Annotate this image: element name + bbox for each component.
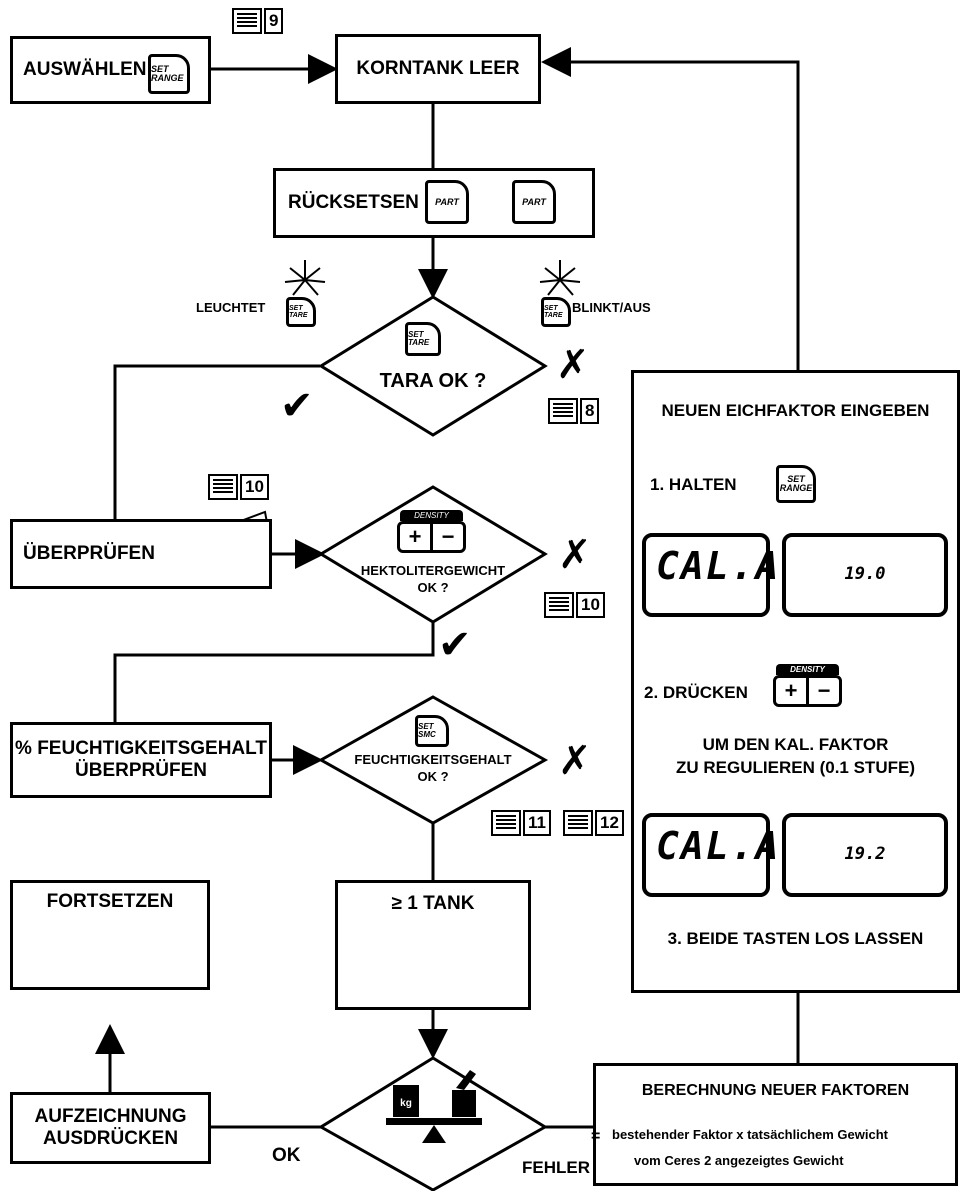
label-leuchtet: LEUCHTET bbox=[196, 300, 266, 315]
halten-key-icon: SET RANGE bbox=[776, 465, 816, 503]
box-tank: ≥ 1 TANK bbox=[335, 880, 531, 1010]
set-tare-key-icon: SET TARE bbox=[405, 322, 441, 356]
lcd-text: CAL.A bbox=[656, 544, 781, 588]
book-icon bbox=[548, 398, 578, 424]
part-spray-key-icon: PART bbox=[512, 180, 556, 224]
part-key-icon: PART bbox=[425, 180, 469, 224]
panel-step2-desc-1: UM DEN KAL. FAKTOR bbox=[702, 735, 889, 754]
book-ref-8: 8 bbox=[548, 396, 600, 426]
label-feuchtigkeit-2: ÜBERPRÜFEN bbox=[75, 760, 207, 781]
dial-display-1: 19.0 bbox=[782, 533, 948, 617]
book-ref-number: 10 bbox=[576, 592, 605, 618]
dial-value: 19.0 bbox=[844, 564, 886, 585]
set-tare-leuchtet-key-icon: SET TARE bbox=[286, 297, 316, 327]
label-tank: ≥ 1 TANK bbox=[391, 893, 475, 914]
calc-denominator: vom Ceres 2 angezeigtes Gewicht bbox=[634, 1153, 844, 1168]
light-burst-blinkt-icon bbox=[539, 260, 581, 296]
panel-eichfaktor: NEUEN EICHFAKTOR EINGEBEN 1. HALTEN SET … bbox=[631, 370, 960, 993]
box-korntank-leer: KORNTANK LEER bbox=[335, 34, 541, 104]
label-korntank-leer: KORNTANK LEER bbox=[356, 58, 520, 80]
x-mark-hekto: ✗ bbox=[558, 533, 592, 577]
plus-key: + bbox=[408, 524, 422, 549]
label-ueberpruefen: ÜBERPRÜFEN bbox=[23, 543, 155, 565]
dial-value: 19.2 bbox=[844, 844, 886, 865]
label-ok: OK bbox=[272, 1145, 301, 1166]
label-feuchtigkeit-1: % FEUCHTIGKEITSGEHALT bbox=[15, 738, 267, 760]
lcd-display-1: CAL.A bbox=[642, 533, 778, 617]
book-ref-number: 9 bbox=[264, 8, 284, 34]
decision-feucht-shape bbox=[317, 695, 549, 825]
box-berechnung: BERECHNUNG NEUER FAKTOREN = bestehender … bbox=[591, 1063, 958, 1186]
density-plus-minus-keys: DENSITY + − bbox=[397, 510, 466, 553]
label-aufzeichnung-1: AUFZEICHNUNG bbox=[34, 1106, 187, 1128]
dial-display-2: 19.2 bbox=[782, 813, 948, 897]
panel-step1: 1. HALTEN bbox=[650, 475, 737, 494]
line-hekto-feuchtbox bbox=[113, 622, 435, 722]
box-fortsetzen: FORTSETZEN bbox=[10, 880, 210, 990]
panel-title: NEUEN EICHFAKTOR EINGEBEN bbox=[661, 401, 930, 420]
label-blinkt: BLINKT/AUS bbox=[572, 300, 651, 315]
book-ref-10b: 10 bbox=[544, 590, 605, 620]
density-cap: DENSITY bbox=[400, 510, 463, 521]
decision-hekto-shape bbox=[318, 485, 548, 624]
calc-equals: = bbox=[591, 1128, 601, 1145]
check-mark-hekto: ✔ bbox=[438, 623, 472, 667]
panel-plus-minus-keys: DENSITY + − bbox=[773, 664, 842, 707]
set-range-key-icon: SET RANGE bbox=[148, 54, 190, 94]
minus-key: − bbox=[430, 524, 463, 550]
label-fehler: FEHLER bbox=[522, 1158, 590, 1177]
book-ref-number: 8 bbox=[580, 398, 600, 424]
decision-feucht-label-1: FEUCHTIGKEITSGEHALT bbox=[354, 752, 512, 767]
panel-step2-desc-2: ZU REGULIEREN (0.1 STUFE) bbox=[676, 758, 915, 777]
box-aufzeichnung: AUFZEICHNUNG AUSDRÜCKEN bbox=[10, 1092, 211, 1164]
book-ref-9: 9 bbox=[232, 6, 284, 36]
lcd-display-2: CAL.A bbox=[642, 813, 778, 897]
calc-numerator: bestehender Faktor x tatsächlichem Gewic… bbox=[612, 1127, 888, 1142]
box-feuchtigkeit-pruefen: % FEUCHTIGKEITSGEHALT ÜBERPRÜFEN bbox=[10, 722, 272, 798]
decision-tara-label: TARA OK ? bbox=[379, 370, 487, 392]
book-ref-number: 10 bbox=[240, 474, 269, 500]
set-tare-blinkt-key-icon: SET TARE bbox=[541, 297, 571, 327]
panel-step2: 2. DRÜCKEN bbox=[644, 683, 748, 702]
book-icon bbox=[491, 810, 521, 836]
x-mark-feucht: ✗ bbox=[558, 739, 592, 783]
book-icon bbox=[208, 474, 238, 500]
box-ueberpruefen: ÜBERPRÜFEN bbox=[10, 519, 272, 589]
scale-kg-label: kg bbox=[400, 1098, 412, 1109]
decision-feucht-label-2: OK ? bbox=[417, 769, 449, 784]
book-ref-11: 11 bbox=[491, 808, 551, 838]
decision-hekto-label-1: HEKTOLITERGEWICHT bbox=[360, 563, 506, 578]
check-mark-tara: ✔ bbox=[280, 384, 314, 428]
book-icon bbox=[544, 592, 574, 618]
panel-step3: 3. BEIDE TASTEN LOS LASSEN bbox=[667, 929, 924, 948]
decision-hekto-label-2: OK ? bbox=[417, 580, 449, 595]
label-ruecksetzen: RÜCKSETSEN bbox=[288, 192, 419, 214]
x-mark-tara: ✗ bbox=[556, 343, 590, 387]
light-burst-leuchtet-icon bbox=[284, 260, 326, 296]
calc-title: BERECHNUNG NEUER FAKTOREN bbox=[641, 1082, 910, 1099]
decision-tara-shape bbox=[318, 295, 548, 437]
label-fortsetzen: FORTSETZEN bbox=[46, 891, 174, 912]
plus-key: + bbox=[784, 678, 798, 704]
lcd-text: CAL.A bbox=[656, 824, 781, 868]
line-tara-ueberpruefen bbox=[113, 364, 320, 519]
box-ruecksetzen: RÜCKSETSEN bbox=[273, 168, 595, 238]
book-ref-number: 11 bbox=[523, 810, 551, 836]
book-ref-12: 12 bbox=[563, 808, 624, 838]
label-auswaehlen: AUSWÄHLEN bbox=[23, 59, 147, 81]
minus-key: − bbox=[806, 678, 839, 704]
arrow-panel-korntank bbox=[541, 47, 800, 370]
book-icon bbox=[232, 8, 262, 34]
book-icon bbox=[563, 810, 593, 836]
density-cap: DENSITY bbox=[776, 664, 839, 675]
book-ref-number: 12 bbox=[595, 810, 624, 836]
scale-icon bbox=[386, 1070, 482, 1143]
book-ref-10a: 10 bbox=[208, 472, 269, 502]
label-aufzeichnung-2: AUSDRÜCKEN bbox=[42, 1128, 179, 1149]
set-smc-key-icon: SET SMC bbox=[415, 715, 449, 747]
